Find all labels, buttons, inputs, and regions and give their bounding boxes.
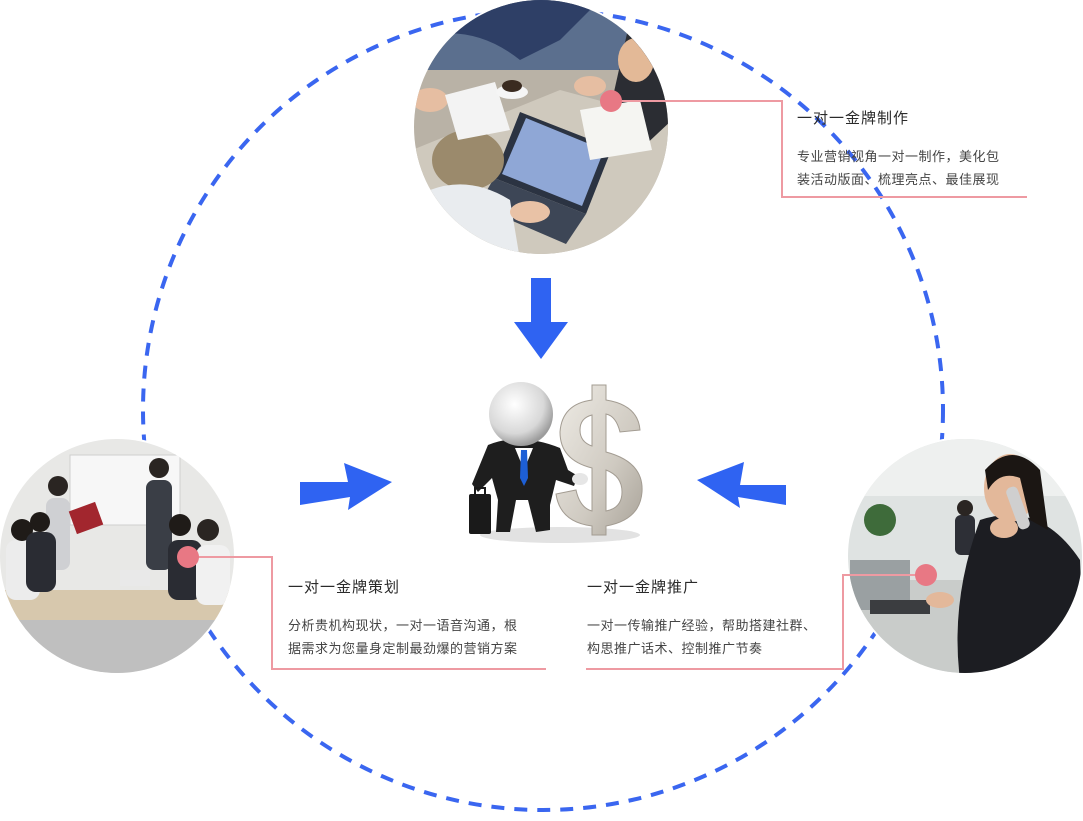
- node-right-desc-line2: 构思推广话术、控制推广节奏: [587, 642, 763, 657]
- node-right-desc-line1: 一对一传输推广经验，帮助搭建社群、: [587, 619, 817, 634]
- node-top-desc-line1: 专业营销视角一对一制作，美化包: [797, 150, 1000, 165]
- node-left-desc: 分析贵机构现状，一对一语音沟通，根 据需求为您量身定制最劲爆的营销方案: [288, 615, 558, 661]
- node-left-title: 一对一金牌策划: [288, 578, 401, 596]
- photo-top: [412, 0, 670, 256]
- node-top-desc: 专业营销视角一对一制作，美化包 装活动版面、梳理亮点、最佳展现: [797, 146, 1037, 192]
- businessman-with-dollar-sign-icon: [469, 382, 643, 543]
- photo-right: [846, 437, 1083, 675]
- node-left-desc-line1: 分析贵机构现状，一对一语音沟通，根: [288, 619, 518, 634]
- connector-right: [586, 564, 937, 670]
- arrow-from-left: [300, 463, 392, 510]
- cycle-dashed-circle: [141, 8, 945, 812]
- arrow-from-right: [697, 462, 786, 508]
- node-right-title: 一对一金牌推广: [587, 578, 700, 596]
- connector-left: [177, 546, 546, 670]
- node-top-label: 一对一金牌制作 专业营销视角一对一制作，美化包 装活动版面、梳理亮点、最佳展现: [797, 107, 1037, 192]
- node-right-desc: 一对一传输推广经验，帮助搭建社群、 构思推广话术、控制推广节奏: [587, 615, 847, 661]
- node-top-title: 一对一金牌制作: [797, 109, 910, 127]
- node-top-desc-line2: 装活动版面、梳理亮点、最佳展现: [797, 173, 1000, 188]
- node-left-label: 一对一金牌策划 分析贵机构现状，一对一语音沟通，根 据需求为您量身定制最劲爆的营…: [288, 576, 558, 661]
- connector-top: [600, 90, 1027, 198]
- node-left-desc-line2: 据需求为您量身定制最劲爆的营销方案: [288, 642, 518, 657]
- arrow-down: [514, 278, 568, 359]
- node-right-label: 一对一金牌推广 一对一传输推广经验，帮助搭建社群、 构思推广话术、控制推广节奏: [587, 576, 847, 661]
